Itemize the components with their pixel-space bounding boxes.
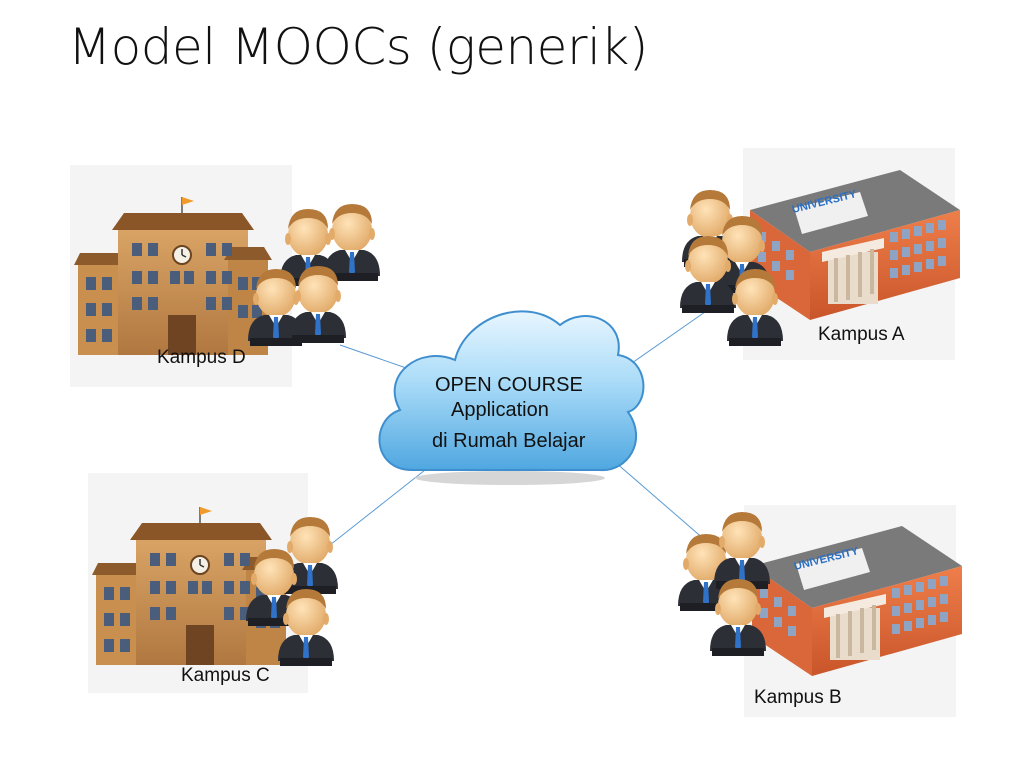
cloud-label-line2: Application (451, 399, 549, 421)
campus-a-label: Kampus A (818, 324, 905, 345)
connector-b (614, 461, 706, 541)
connector-c (329, 469, 426, 546)
student-group-icon (678, 512, 770, 656)
connector-a (621, 304, 716, 371)
cloud-label-line3: di Rumah Belajar (432, 430, 586, 452)
campus-d-label: Kampus D (157, 347, 246, 368)
campus-c: Kampus C (88, 473, 338, 693)
connector-d (339, 344, 413, 371)
campus-b: UNIVERSITY Kampus B (678, 505, 964, 717)
connectors (329, 304, 716, 546)
cloud-label-line1: OPEN COURSE (435, 374, 583, 396)
campus-c-label: Kampus C (181, 665, 270, 686)
campus-b-label: Kampus B (754, 687, 842, 708)
campus-d: Kampus D (70, 165, 380, 387)
campus-a: UNIVERSITY Kampus A (680, 148, 962, 360)
cloud-icon (378, 310, 645, 485)
slide-title: Model MOOCs (generik) (68, 18, 648, 76)
